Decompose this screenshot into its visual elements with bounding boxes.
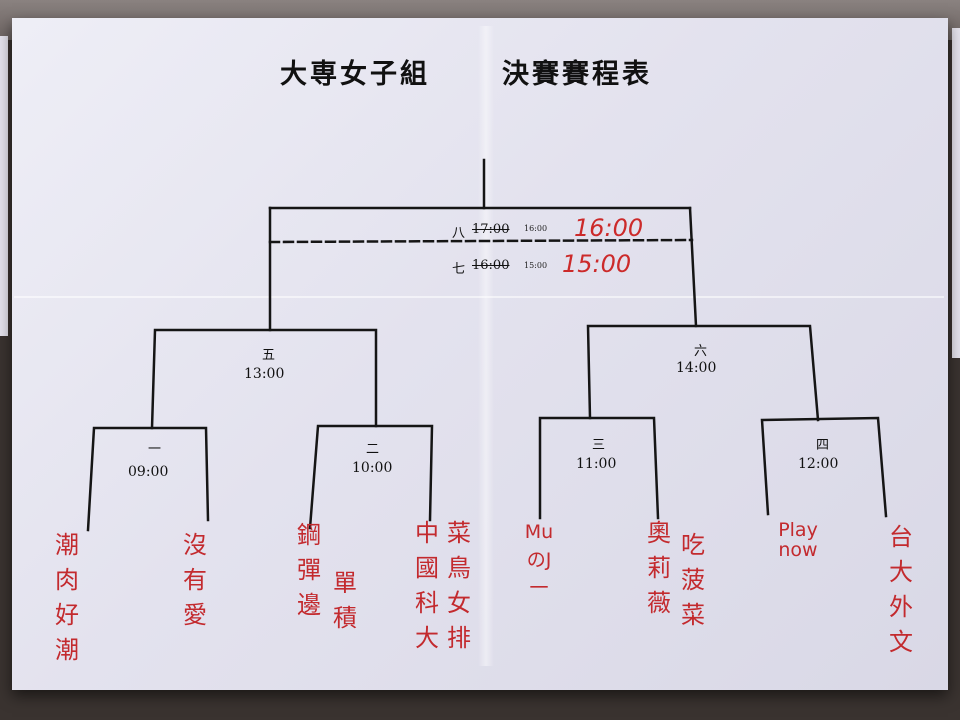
adjacent-sheet-right [952,28,960,358]
third-place-number: 七 [452,262,466,277]
team-name: 菜鳥女排 [447,519,471,652]
final-small-note: 16:00 [524,224,548,233]
team-name: 吃菠菜 [681,531,705,629]
team-name: 單積 [333,569,357,632]
match-three-bracket [538,416,660,520]
adjacent-sheet-left [0,36,8,336]
match-two-number: 二 [366,442,380,457]
team-name: 鋼彈邊 [297,521,321,619]
team-name: 台大外文 [889,523,913,656]
semifinal-six-bracket [586,324,820,422]
match-five-time: 13:00 [244,366,285,382]
poster-title-schedule: 決賽賽程表 [502,59,652,90]
match-one-time: 09:00 [128,464,169,480]
match-four-time: 12:00 [798,456,839,472]
third-place-divider [268,238,694,244]
match-one-bracket [86,426,210,532]
team-name: MuのJ一 [524,521,554,599]
final-number: 八 [452,226,466,241]
third-place-original-time: 16:00 [472,258,510,273]
match-two-time: 10:00 [352,460,393,476]
tape-strip [478,26,494,666]
third-place-small-note: 15:00 [524,261,548,270]
match-four-number: 四 [816,438,830,453]
match-two-bracket [308,424,434,530]
team-name: 潮肉好潮 [55,531,79,664]
final-original-time: 17:00 [472,222,510,237]
match-four-bracket [760,416,888,518]
team-name: 中國科大 [415,519,439,652]
match-three-number: 三 [592,438,606,453]
semifinal-five-bracket [150,328,378,430]
team-name: 沒有愛 [183,531,207,629]
third-place-handwritten-time: 15:00 [562,250,632,278]
team-name: Play now [778,519,818,561]
match-three-time: 11:00 [576,456,617,472]
team-name: 奧莉薇 [647,519,671,617]
match-six-time: 14:00 [676,360,717,376]
bracket-poster [12,18,948,690]
paper-fold [14,296,944,298]
match-one-number: 一 [148,442,162,457]
final-handwritten-time: 16:00 [574,214,644,242]
match-five-number: 五 [262,348,276,363]
poster-title-division: 大専女子組 [280,59,430,90]
final-box-right [688,206,698,328]
match-six-number: 六 [694,344,708,359]
